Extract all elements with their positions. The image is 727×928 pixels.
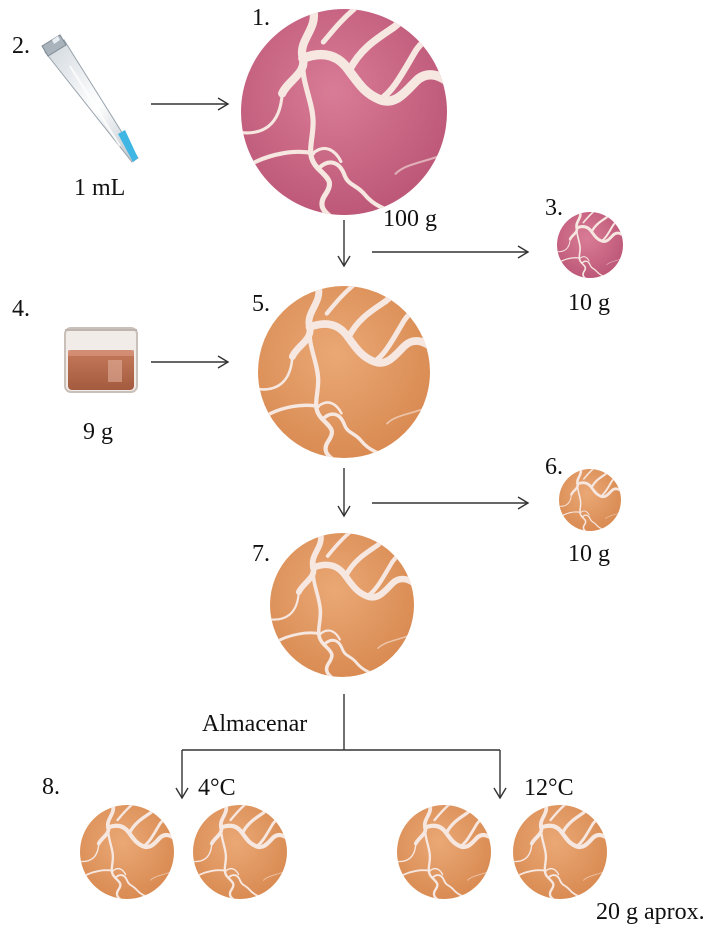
storage-label: Almacenar (202, 712, 307, 736)
sample-6-mass-label: 10 g (568, 542, 610, 566)
step-6-label: 6. (545, 455, 563, 479)
pipette-icon (42, 35, 138, 162)
step-5-label: 5. (252, 292, 270, 316)
sample-8-4c-b (193, 805, 287, 899)
sample-3-small-pink (557, 212, 623, 278)
final-mass-label: 20 g aprox. (596, 900, 705, 924)
sample-8-12c-a (397, 805, 491, 899)
sample-6-small-orange (559, 469, 621, 531)
pipette-volume-label: 1 mL (74, 176, 125, 200)
step-4-label: 4. (12, 297, 30, 321)
sample-8-4c-a (80, 805, 174, 899)
temp-4c-label: 4°C (198, 776, 236, 800)
sample-5-orange (258, 286, 430, 458)
step-7-label: 7. (252, 542, 270, 566)
sample-1-main-pink (241, 9, 447, 215)
sample-1-mass-label: 100 g (383, 207, 437, 231)
sample-8-12c-b (513, 805, 607, 899)
temp-12c-label: 12°C (524, 776, 574, 800)
beaker-icon (65, 328, 137, 392)
step-1-label: 1. (252, 6, 270, 30)
sample-3-mass-label: 10 g (568, 291, 610, 315)
sample-7-orange (270, 533, 414, 677)
step-8-label: 8. (42, 775, 60, 799)
step-3-label: 3. (545, 196, 563, 220)
step-2-label: 2. (12, 34, 30, 58)
liquid-mass-label: 9 g (83, 420, 113, 444)
